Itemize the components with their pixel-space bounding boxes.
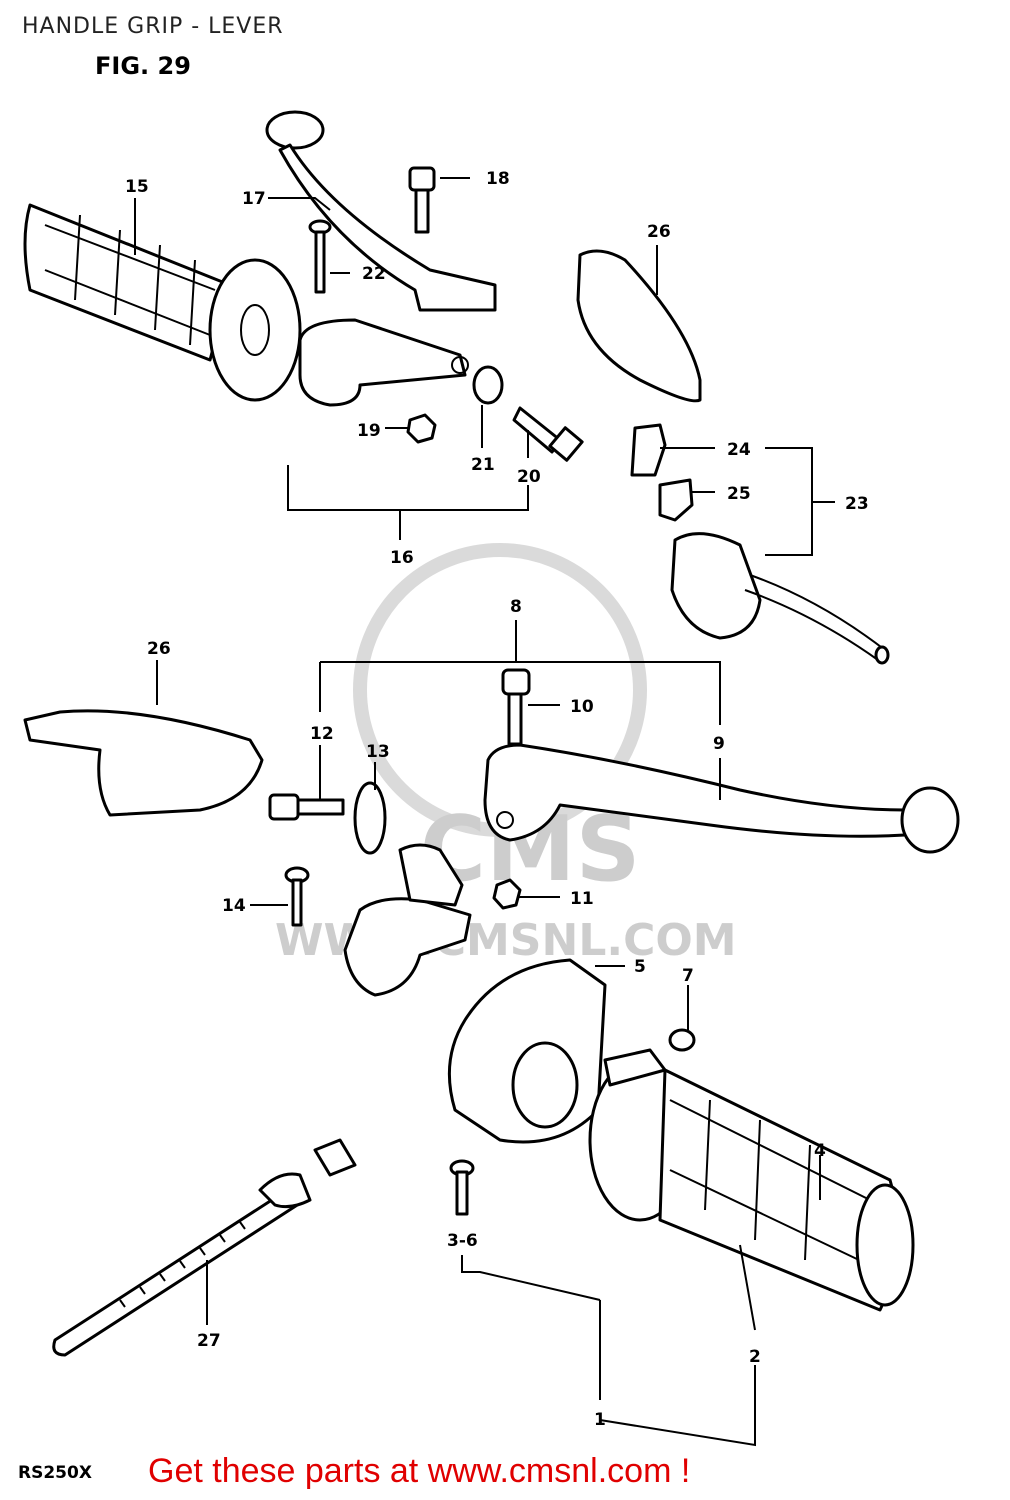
part-25-switch-plate: [658, 478, 694, 522]
callout-20: 20: [517, 467, 541, 487]
callout-21: 21: [471, 455, 495, 475]
callout-24: 24: [727, 440, 751, 460]
callout-26-upper: 26: [647, 222, 671, 242]
part-19-nut: [406, 413, 437, 444]
callout-3-6: 3-6: [447, 1231, 478, 1251]
callout-17: 17: [242, 189, 266, 209]
part-18-bolt: [408, 166, 436, 234]
callout-11: 11: [570, 889, 594, 909]
part-20-bolt: [512, 406, 584, 462]
part-26-upper-cover: [576, 249, 702, 403]
callout-16: 16: [390, 548, 414, 568]
model-label: RS250X: [18, 1463, 92, 1483]
callout-8: 8: [510, 597, 522, 617]
callout-labels: 15 17 18 22 26 19 21 20 16 24 25 23 8 26…: [125, 169, 869, 1430]
callout-14: 14: [222, 896, 246, 916]
callout-9: 9: [713, 734, 725, 754]
part-26-lower-cover: [23, 709, 264, 817]
callout-22: 22: [362, 264, 386, 284]
part-7-bushing: [668, 1028, 696, 1052]
part-16-clutch-holder: [298, 318, 469, 407]
part-10-pivot-bolt: [501, 668, 531, 746]
part-9-brake-lever: [483, 743, 960, 854]
callout-13: 13: [366, 742, 390, 762]
part-27-cable-tie: [52, 1138, 357, 1357]
shop-link[interactable]: Get these parts at www.cmsnl.com !: [148, 1452, 691, 1490]
part-23-switch-housing: [670, 532, 890, 665]
callout-7: 7: [682, 966, 694, 986]
part-11-nut: [492, 878, 522, 910]
callout-15: 15: [125, 177, 149, 197]
callout-5: 5: [634, 957, 646, 977]
leader-lines: [134, 177, 835, 1447]
callout-12: 12: [310, 724, 334, 744]
callout-19: 19: [357, 421, 381, 441]
part-15-left-grip: [23, 203, 302, 402]
part-21-washer: [472, 365, 504, 405]
page-title: HANDLE GRIP - LEVER: [22, 14, 284, 39]
part-4-right-grip: [588, 1048, 915, 1312]
callout-18: 18: [486, 169, 510, 189]
figure-number: FIG. 29: [95, 52, 191, 80]
watermark-text: WWW.CMSNL.COM: [275, 915, 737, 966]
callout-10: 10: [570, 697, 594, 717]
part-5-throttle-housing: [447, 958, 607, 1144]
callout-27: 27: [197, 1331, 221, 1351]
part-brake-holder: [343, 843, 472, 997]
part-22-screw: [308, 219, 332, 294]
part-3-6-screw: [449, 1159, 475, 1216]
callout-23: 23: [845, 494, 869, 514]
callout-25: 25: [727, 484, 751, 504]
callout-2: 2: [749, 1347, 761, 1367]
part-14-screw: [284, 866, 310, 927]
part-12-adjuster-bolt: [268, 793, 345, 821]
callout-26-lower: 26: [147, 639, 171, 659]
part-13-lock-washer: [353, 781, 387, 855]
callout-4: 4: [814, 1141, 826, 1161]
callout-1: 1: [594, 1410, 606, 1430]
part-24-switch-knob: [630, 423, 667, 477]
